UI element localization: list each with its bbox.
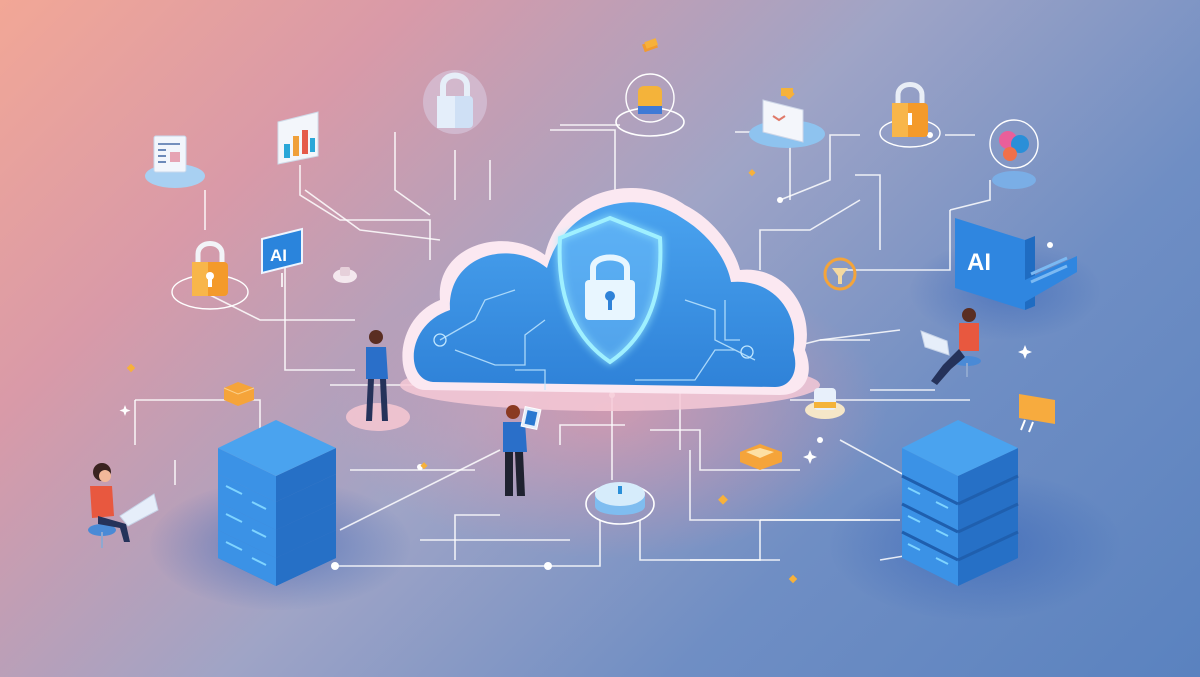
person-tablet — [503, 405, 542, 496]
document-card — [145, 135, 205, 188]
security-cloud — [400, 187, 820, 411]
server-stack-left — [218, 420, 336, 586]
ai-laptop-right: AI — [955, 218, 1077, 310]
filter-node — [823, 257, 857, 291]
lock-icon — [585, 254, 635, 320]
padlock-orange-left — [171, 241, 249, 310]
ai-laptop-right-label: AI — [967, 249, 991, 276]
person-laptop-left — [88, 463, 159, 548]
padlock-orange-right — [879, 82, 941, 148]
padlock-top — [423, 70, 487, 134]
ai-sign-left: AI — [261, 227, 303, 287]
person-laptop-right — [920, 308, 981, 385]
orange-box-center — [740, 444, 782, 470]
server-stack-right — [901, 420, 1019, 586]
small-node-left — [333, 267, 357, 283]
person-standing-center — [346, 330, 410, 431]
chat-bubble-orange — [1019, 394, 1055, 433]
brain-node — [989, 119, 1039, 189]
orange-box-left — [223, 382, 255, 406]
database-disk — [585, 482, 655, 525]
bar-chart-card — [277, 111, 319, 165]
ai-sign-left-label: AI — [270, 246, 287, 265]
small-node-right — [805, 388, 845, 419]
